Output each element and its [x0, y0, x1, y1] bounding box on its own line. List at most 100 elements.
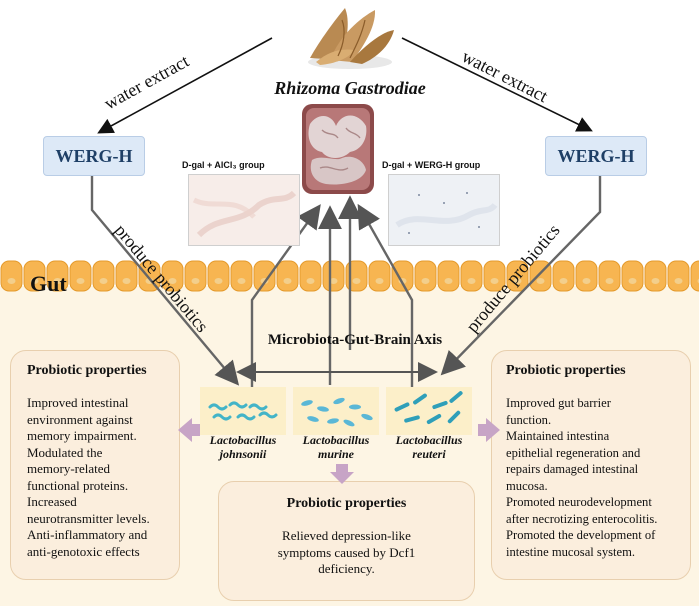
epithelial-cell	[621, 260, 644, 292]
gut-label: Gut	[30, 271, 67, 296]
cell-nucleus	[628, 278, 637, 284]
title-rhizoma-gastrodiae: Rhizoma Gastrodiae	[274, 78, 426, 98]
bacteria-species: murine	[317, 447, 354, 461]
cell-nucleus	[490, 278, 499, 284]
epithelial-cell	[598, 260, 621, 292]
epithelial-cell	[23, 260, 46, 292]
panel-right-line: repairs damaged intestinal	[506, 462, 639, 476]
epithelial-cell	[483, 260, 506, 292]
panel-right-line: mucosa.	[506, 478, 548, 493]
panel-left-title: Probiotic properties	[27, 363, 147, 378]
histology-image-right	[388, 174, 500, 246]
cell-nucleus	[122, 278, 131, 284]
panel-left-line: neurotransmitter levels.	[27, 510, 150, 526]
panel-right-title: Probiotic properties	[506, 363, 626, 378]
cell-nucleus	[191, 278, 200, 284]
werg-h-box-right: WERG-H	[545, 136, 647, 176]
epithelial-cell	[644, 260, 667, 292]
probiotic-panel-middle: Probiotic properties Relieved depression…	[218, 481, 475, 601]
panel-right-line: epithelial regeneration and	[506, 445, 641, 460]
epithelial-cell	[391, 260, 414, 292]
cell-nucleus	[7, 278, 16, 284]
cell-nucleus	[375, 278, 384, 284]
bacteria-genus: Lactobacillus	[395, 433, 463, 447]
rhizoma-gastrodiae-image	[308, 8, 394, 69]
cell-nucleus	[76, 278, 85, 284]
panel-middle-line: Relieved depression-like	[282, 528, 411, 543]
panel-left-line: memory-related	[27, 461, 111, 476]
bacteria-murine-box	[293, 387, 379, 435]
probiotic-panel-left: Probiotic properties Improved intestinal…	[10, 350, 180, 580]
epithelial-cell	[322, 260, 345, 292]
cell-nucleus	[30, 278, 39, 284]
panel-left-line: functional proteins.	[27, 477, 129, 493]
panel-right-line: Maintained intestina	[506, 429, 610, 443]
panel-middle-line: deficiency.	[318, 561, 375, 576]
epithelial-cell	[115, 260, 138, 292]
epithelial-cell	[552, 260, 575, 292]
epithelial-cell	[575, 260, 598, 292]
epithelial-cell	[276, 260, 299, 292]
bacteria-label-murine: Lactobacillus murine	[289, 433, 383, 461]
probiotic-panel-right: Probiotic properties Improved gut barrie…	[491, 350, 691, 580]
panel-right-text: Improved gut barrier function. Maintaine…	[506, 395, 688, 560]
cell-nucleus	[53, 278, 62, 284]
cell-nucleus	[168, 278, 177, 284]
werg-h-box-left: WERG-H	[43, 136, 145, 176]
lactobacillus-johnsonii-image	[208, 401, 278, 421]
panel-left-line: memory impairment.	[27, 428, 137, 443]
cell-nucleus	[237, 278, 246, 284]
epithelial-cell	[299, 260, 322, 292]
epithelial-cell	[414, 260, 437, 292]
panel-middle-line: symptoms caused by Dcf1	[277, 544, 416, 560]
panel-left-text: Improved intestinal environment against …	[27, 395, 177, 560]
cell-nucleus	[674, 278, 683, 284]
cell-nucleus	[536, 278, 545, 284]
bacteria-species: johnsonii	[219, 447, 267, 461]
epithelial-cell	[667, 260, 690, 292]
cell-nucleus	[352, 278, 361, 284]
bacteria-genus: Lactobacillus	[302, 433, 370, 447]
cell-nucleus	[444, 278, 453, 284]
epithelial-cell	[46, 260, 69, 292]
cell-nucleus	[283, 278, 292, 284]
panel-right-line: Promoted neurodevelopment	[506, 495, 652, 509]
cell-nucleus	[99, 278, 108, 284]
histology-right-label: D-gal + WERG-H group	[382, 160, 481, 170]
histology-left-label: D-gal + AlCl₃ group	[182, 160, 265, 170]
bacteria-johnsonii-box	[200, 387, 286, 435]
cell-nucleus	[329, 278, 338, 284]
bacteria-label-reuteri: Lactobacillus reuteri	[382, 433, 476, 461]
epithelial-cell	[253, 260, 276, 292]
epithelial-cell	[230, 260, 253, 292]
epithelial-cell	[506, 260, 529, 292]
panel-right-line: Improved gut barrier	[506, 396, 611, 410]
bacteria-reuteri-box	[386, 387, 472, 435]
cell-nucleus	[306, 278, 315, 284]
epithelial-cell	[437, 260, 460, 292]
panel-left-line: Increased	[27, 494, 77, 509]
epithelial-cell	[690, 260, 699, 292]
epithelial-cell	[207, 260, 230, 292]
epithelial-cell	[184, 260, 207, 292]
lactobacillus-murine-image	[301, 397, 373, 427]
panel-left-line: anti-genotoxic effects	[27, 543, 140, 559]
panel-right-line: intestine mucosal system.	[506, 544, 636, 559]
bacteria-label-johnsonii: Lactobacillus johnsonii	[196, 433, 290, 461]
epithelial-cell	[161, 260, 184, 292]
cell-nucleus	[467, 278, 476, 284]
panel-right-line: after necrotizing enterocolitis.	[506, 511, 658, 526]
cell-nucleus	[513, 278, 522, 284]
cell-nucleus	[559, 278, 568, 284]
panel-left-line: Anti-inflammatory and	[27, 527, 148, 542]
epithelial-cell	[460, 260, 483, 292]
cell-nucleus	[421, 278, 430, 284]
epithelial-cell	[92, 260, 115, 292]
panel-left-line: Improved intestinal	[27, 395, 129, 410]
panel-middle-title: Probiotic properties	[286, 496, 407, 511]
intestinal-epithelium	[0, 260, 699, 292]
epithelial-cell	[69, 260, 92, 292]
epithelial-cell	[0, 260, 23, 292]
